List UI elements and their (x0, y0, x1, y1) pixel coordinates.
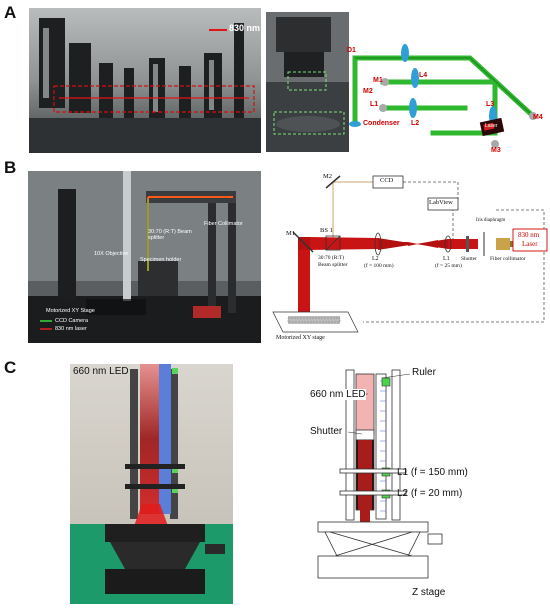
label-l1: L1 (370, 101, 379, 108)
diagram-label-labview: LabView (429, 199, 453, 206)
diagram-label-m1: M1 (286, 230, 296, 237)
label-l2-lens: L2 (f = 20 mm) (397, 488, 463, 499)
diagram-label-l1-focal: (f = 25 mm) (435, 263, 462, 269)
diagram-label-m2: M2 (323, 173, 333, 180)
diagram-label-l1: L1 (443, 256, 450, 262)
panel-a-photo-condenser (266, 12, 349, 152)
label-d1: D1 (347, 47, 356, 54)
photo-label-objective: 10X Objective (94, 251, 129, 257)
photo-label-ccd: CCD Camera (55, 318, 89, 324)
label-m1: M1 (373, 77, 383, 84)
label-m2: M2 (363, 88, 373, 95)
diagram-label-bs-ratio: 30:70 (R:T) (318, 255, 345, 261)
diagram-label-shutter: Shutter (461, 256, 477, 262)
label-ruler: Ruler (412, 367, 436, 378)
panel-a-letter: A (4, 3, 17, 22)
diagram-label-ccd: CCD (380, 177, 394, 184)
label-660nm-led: 660 nm LED (310, 389, 366, 400)
diagram-label-stage: Motorized XY stage (276, 335, 325, 341)
label-m3: M3 (491, 147, 501, 154)
panel-b-letter: B (4, 158, 17, 177)
label-l3: L3 (486, 101, 495, 108)
diagram-label-laser: Laser (522, 240, 538, 248)
photo-label-beam-splitter: 30:70 (R:T) Beam splitter (148, 229, 192, 241)
panel-c-photo-setup: 660 nm LED (70, 364, 233, 604)
panel-c-letter: C (4, 358, 17, 377)
diagram-label-iris: Iris diaphragm (476, 218, 506, 223)
photo-label-xy-stage: Motorized XY Stage (46, 308, 95, 314)
label-shutter: Shutter (310, 426, 343, 437)
photo-label-660nm-led: 660 nm LED (73, 366, 129, 377)
label-l4: L4 (419, 72, 428, 79)
panel-c-schematic: Ruler 660 nm LED Shutter L1 (f = 150 mm)… (300, 366, 550, 606)
label-laser: Laser (485, 123, 498, 129)
diagram-label-bs1: BS 1 (320, 227, 333, 234)
diagram-label-l2-focal: (f = 100 mm) (364, 263, 394, 269)
label-m4: M4 (533, 114, 543, 121)
diagram-label-collimator: Fiber collimator (490, 256, 526, 262)
scale-label-830nm: 830 nm (229, 23, 261, 33)
label-z-stage: Z stage (412, 587, 446, 598)
diagram-label-laser-830: 830 nm (518, 231, 540, 239)
panel-a-photo-setup: 830 nm (29, 8, 261, 153)
label-l1-lens: L1 (f = 150 mm) (397, 467, 468, 478)
photo-label-specimen-holder: Specimen holder (140, 257, 182, 263)
photo-label-fiber-collimator: Fiber Collimator (204, 221, 243, 227)
label-condenser: Condenser (363, 120, 400, 127)
label-l2: L2 (411, 120, 420, 127)
panel-a-beam-diagram: D1 M1 M2 L1 L4 L2 L3 M4 M3 Condenser Las… (345, 38, 545, 160)
panel-b-photo-setup: 30:70 (R:T) Beam splitter Fiber Collimat… (28, 171, 261, 343)
diagram-label-bs-name: Beam splitter (318, 262, 348, 268)
panel-b-optical-diagram: M2 CCD LabView Iris diaphragm 830 nm Las… (268, 172, 550, 348)
diagram-label-l2: L2 (372, 256, 379, 262)
photo-label-laser-line: 830 nm laser (55, 326, 87, 332)
